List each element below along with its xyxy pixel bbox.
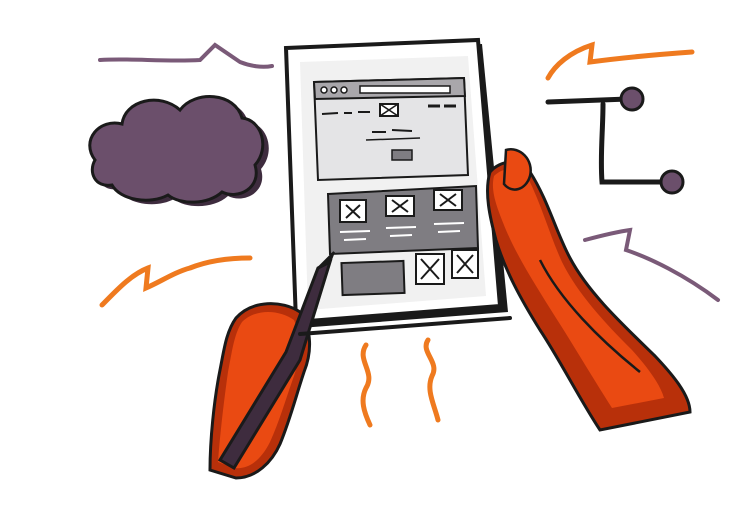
image-placeholder-icon [415, 253, 445, 285]
squiggle-mark-bottom-right [423, 337, 441, 423]
image-placeholder-icon [451, 249, 479, 279]
image-placeholder-icon [433, 189, 463, 211]
browser-dot-icon [330, 86, 338, 94]
image-placeholder-icon [339, 199, 367, 223]
hero-button [391, 149, 413, 161]
browser-wireframe [312, 76, 470, 182]
squiggle-line-left-orange [99, 255, 253, 308]
image-placeholder-icon [379, 103, 399, 117]
squiggle-line-top-left [98, 42, 274, 69]
stylus-icon [217, 251, 335, 471]
footer-text-block [340, 259, 406, 297]
card-row-panel [326, 184, 480, 256]
right-hand [486, 148, 692, 432]
squiggle-mark-bottom-left [360, 342, 373, 428]
address-bar [359, 85, 451, 94]
browser-dot-icon [320, 86, 328, 94]
tablet-device [283, 37, 508, 328]
connector-nodes-icon [545, 86, 685, 195]
image-placeholder-icon [385, 195, 415, 217]
squiggle-line-right-purple [583, 227, 720, 302]
cloud-icon [88, 95, 269, 207]
browser-dot-icon [340, 86, 348, 94]
tablet-shadow-edge [298, 316, 512, 336]
squiggle-line-top-right-orange [545, 41, 695, 81]
